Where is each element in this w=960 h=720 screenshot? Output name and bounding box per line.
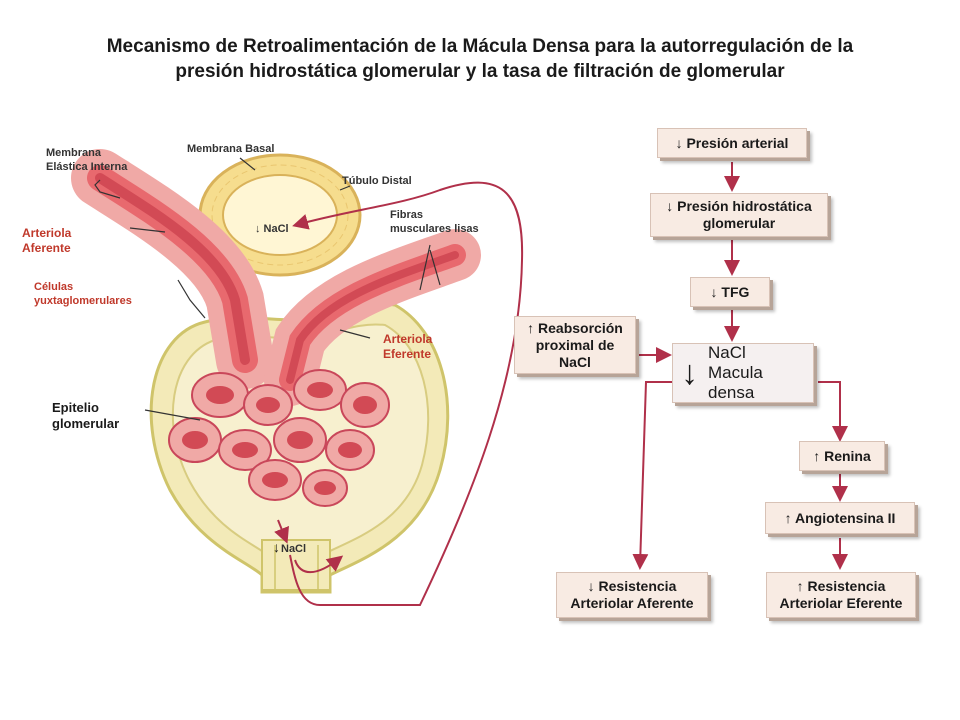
box-angiotensina: ↑ Angiotensina II [765,502,915,534]
label-nacl-bottom: NaCl [281,543,306,555]
label-arteriola-eferente-1: Arteriola [383,332,433,346]
nacl-flow-arrow [274,519,289,544]
box-macula-densa: ↓ NaCl Macula densa [672,343,814,403]
label-celulas-2: yuxtaglomerulares [34,295,132,307]
title-line-2: presión hidrostática glomerular y la tas… [175,61,785,82]
box-presion-arterial: ↓ Presión arterial [657,128,807,158]
macula-label: Macula densa [708,363,763,402]
title-line-1: Mecanismo de Retroalimentación de la Mác… [106,36,854,57]
box-res-aferente: ↓ Resistencia Arteriolar Aferente [556,572,708,618]
arrow-macula-to-renina [818,381,848,442]
box-tfg: ↓ TFG [690,277,770,307]
tubule-outflow-arrow [294,555,344,574]
glomerular-tuft [168,369,390,507]
macula-down-arrow-icon: ↓ [681,354,698,392]
feedback-arrows [274,181,524,606]
nacl-down-arrow-icon: ↓ [273,539,280,555]
label-arteriola-aferente-2: Aferente [22,241,71,255]
label-leaders [94,157,441,421]
label-fibras-2: musculares lisas [390,223,479,235]
label-celulas-1: Células [34,281,73,293]
box-presion-hidrostatica: ↓ Presión hidrostática glomerular [650,193,828,237]
label-membrana-elastica-2: Elástica Interna [46,161,128,173]
label-membrana-elastica-1: Membrana [46,147,102,159]
page-title: Mecanismo de Retroalimentación de la Mác… [40,34,920,84]
efferent-arteriole [264,229,481,406]
flowchart-arrows [632,162,848,570]
arrow-macula-to-res-aferente [632,381,672,570]
label-epitelio-1: Epitelio [52,400,99,415]
macula-nacl: NaCl [708,343,746,362]
label-epitelio-2: glomerular [52,416,119,431]
label-arteriola-eferente-2: Eferente [383,347,431,361]
nacl-feedback-arrow [289,181,524,606]
label-arteriola-aferente-1: Arteriola [22,226,72,240]
label-tubulo-distal: Túbulo Distal [342,175,412,187]
box-renina: ↑ Renina [799,441,885,471]
label-fibras-1: Fibras [390,209,423,221]
label-membrana-basal: Membrana Basal [187,143,274,155]
box-reabsorcion: ↑ Reabsorción proximal de NaCl [514,316,636,374]
distal-tubule [198,153,362,277]
box-res-eferente: ↑ Resistencia Arteriolar Eferente [766,572,916,618]
label-nacl-tubule: ↓ NaCl [255,223,289,235]
afferent-arteriole [71,149,274,389]
